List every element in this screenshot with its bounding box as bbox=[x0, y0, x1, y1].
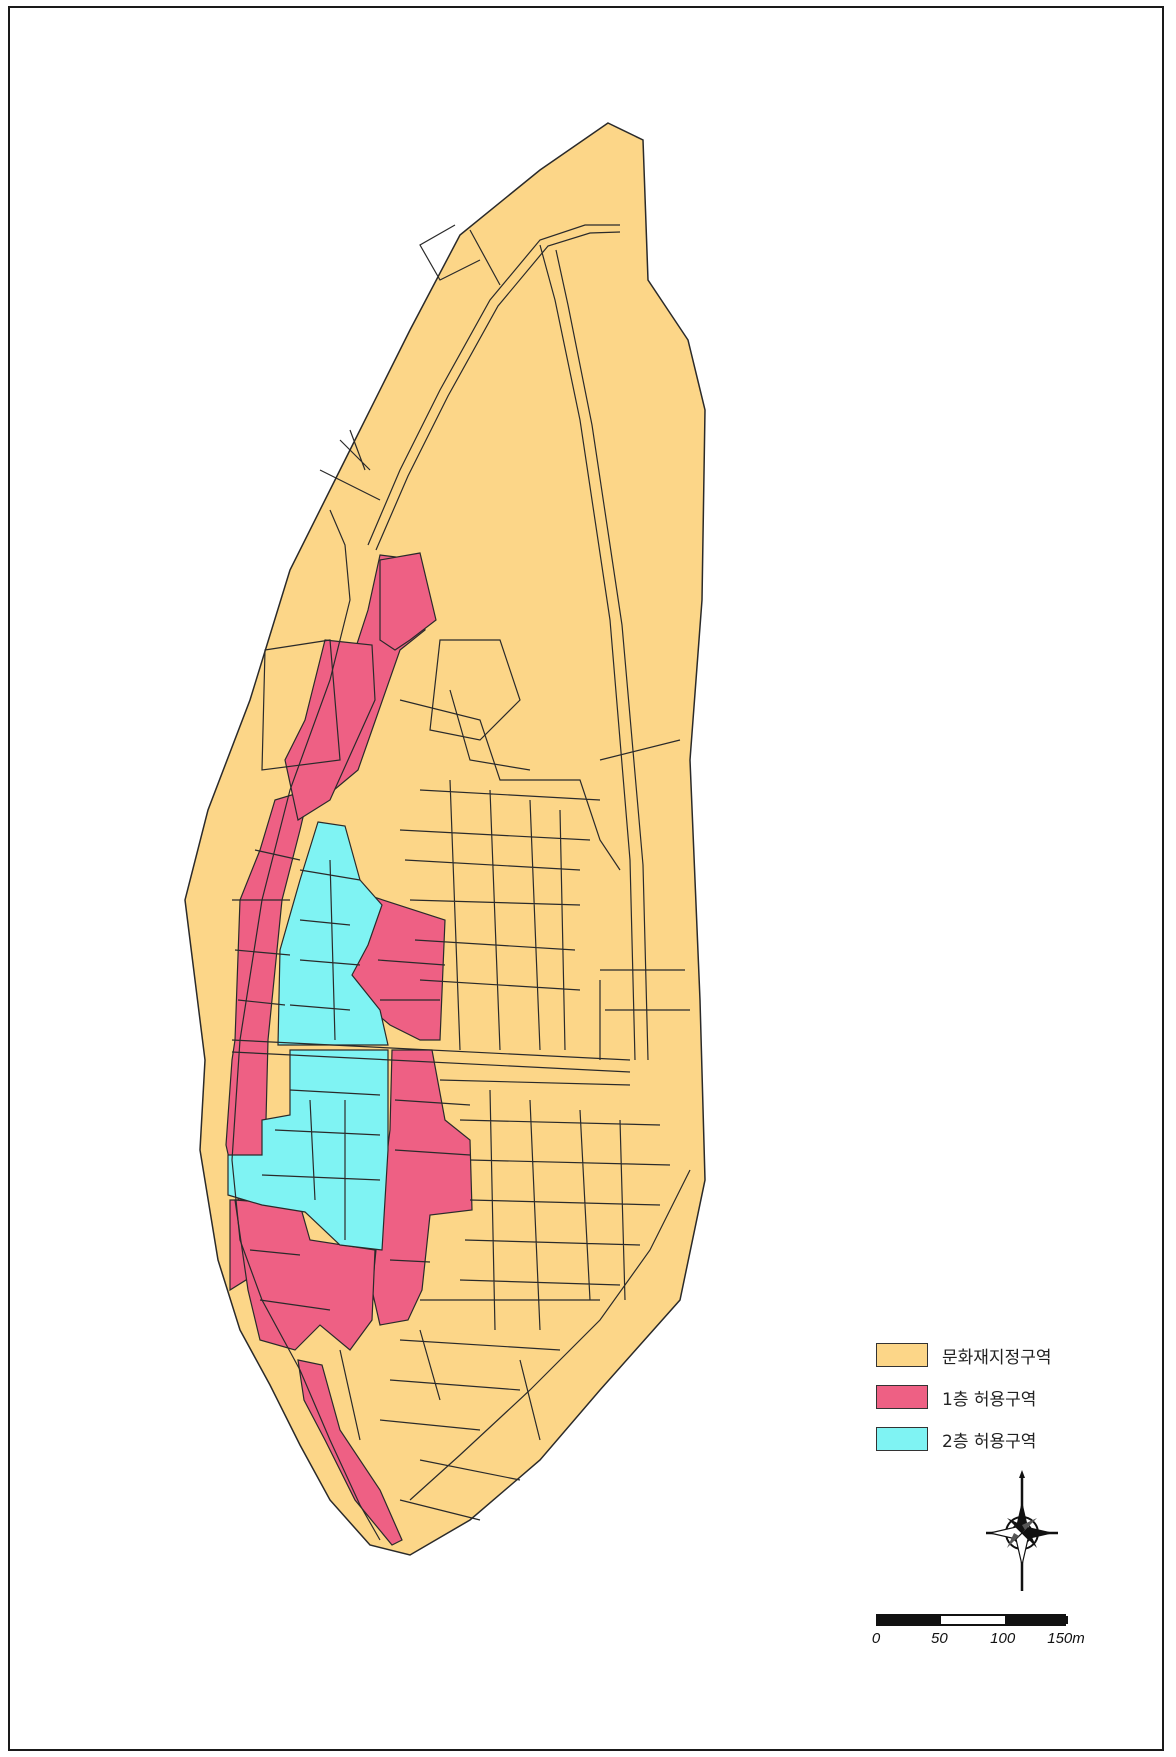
road-main-north-parallel bbox=[375, 231, 621, 551]
first-floor-area-west-upper bbox=[284, 639, 376, 821]
road-southeast bbox=[409, 1169, 691, 1501]
parcel-lines-center bbox=[399, 699, 690, 1060]
compass-rose-icon bbox=[986, 1470, 1058, 1591]
legend-item-first-floor: 1층 허용구역 bbox=[876, 1382, 1106, 1412]
legend-label-preservation: 문화재지정구역 bbox=[942, 1347, 1052, 1368]
second-floor-area-south bbox=[227, 1049, 389, 1251]
first-floor-area-top bbox=[379, 552, 437, 651]
first-floor-area-south bbox=[234, 1199, 376, 1351]
map-legend: 문화재지정구역 1층 허용구역 2층 허용구역 bbox=[876, 1340, 1106, 1466]
road-cross bbox=[231, 1039, 631, 1061]
legend-label-second-floor: 2층 허용구역 bbox=[942, 1431, 1037, 1452]
scale-bar-track bbox=[876, 1614, 1068, 1626]
road-east bbox=[539, 244, 636, 1061]
road-west bbox=[231, 509, 381, 1541]
scale-bar: 0 50 100 150m bbox=[872, 1614, 1085, 1652]
scale-bar-segment bbox=[878, 1616, 942, 1624]
first-floor-area-strip bbox=[297, 1359, 403, 1546]
legend-item-second-floor: 2층 허용구역 bbox=[876, 1424, 1106, 1454]
parcel-lines-north bbox=[261, 224, 531, 771]
legend-swatch-second-floor bbox=[876, 1427, 928, 1451]
road-main-north bbox=[367, 224, 620, 546]
legend-label-first-floor: 1층 허용구역 bbox=[942, 1389, 1037, 1410]
scale-bar-segment bbox=[941, 1616, 1005, 1624]
parcel-lines-south bbox=[339, 1079, 671, 1521]
scale-bar-segment bbox=[1004, 1616, 1068, 1624]
road-east-parallel bbox=[555, 249, 649, 1061]
legend-swatch-preservation bbox=[876, 1343, 928, 1367]
scale-bar-tick-label: 100 bbox=[990, 1630, 1016, 1647]
second-floor-zone bbox=[227, 821, 389, 1251]
legend-item-preservation: 문화재지정구역 bbox=[876, 1340, 1106, 1370]
road-cross-parallel bbox=[231, 1051, 631, 1073]
first-floor-zone bbox=[225, 552, 473, 1546]
scale-bar-ticks: 0 50 100 150m bbox=[872, 1630, 1085, 1652]
parcel-lines-west bbox=[232, 849, 471, 1311]
legend-swatch-first-floor bbox=[876, 1385, 928, 1409]
map-frame bbox=[8, 6, 1164, 1751]
scale-bar-tick-label: 150m bbox=[1047, 1630, 1085, 1647]
parcel-boundaries bbox=[231, 224, 691, 1541]
scale-bar-tick-label: 50 bbox=[930, 1630, 948, 1647]
scale-bar-tick-label: 0 bbox=[871, 1630, 881, 1647]
